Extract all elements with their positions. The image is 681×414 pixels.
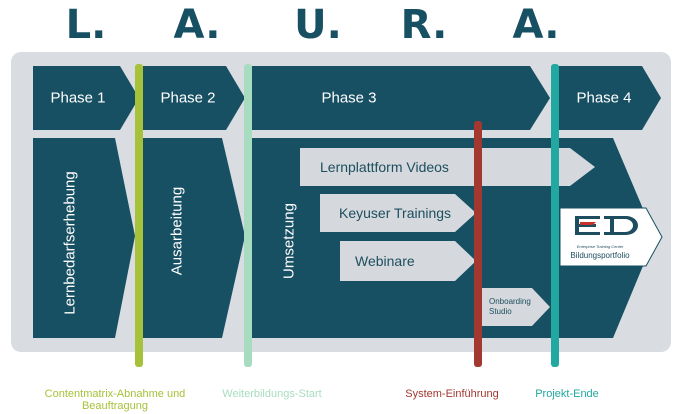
ausarbeitung-block: [143, 138, 245, 338]
item-webinare: Webinare: [355, 253, 415, 269]
item-keyuser: Keyuser Trainings: [339, 205, 452, 221]
ausarbeitung-label: Ausarbeitung: [168, 186, 186, 276]
milestone-line-weiterbildung: [244, 64, 252, 367]
item-arrow-onboarding: [482, 288, 550, 326]
milestone-label-system: System-Einführung: [405, 388, 499, 400]
phase-4-label: Phase 4: [576, 89, 632, 107]
badge-label: Bildungsportfolio: [570, 251, 630, 260]
phase-3-arrow: [252, 66, 550, 130]
badge-tagline: Enterprise Training Center: [576, 244, 624, 249]
phase-4-arrow: [558, 66, 661, 130]
milestone-label-contentmatrix: Contentmatrix-Abnahme und Beauftragung: [44, 388, 186, 412]
item-onboarding: Onboarding Studio: [489, 297, 531, 316]
phase-2-label: Phase 2: [160, 89, 216, 107]
phase-2-arrow: [143, 66, 245, 130]
lernbedarf-label: Lernbedarfserhebung: [61, 171, 79, 315]
title-letter-l: L.: [65, 2, 107, 48]
umsetzung-label: Umsetzung: [280, 203, 298, 279]
phase-1-label: Phase 1: [50, 89, 106, 107]
title-letter-a2: A.: [512, 2, 560, 48]
etc-logo-icon: [575, 216, 638, 235]
title-letter-u: U.: [294, 2, 342, 48]
item-arrow-keyuser: [320, 194, 476, 232]
title-letter-a1: A.: [173, 2, 221, 48]
etc-logo-accent-icon: [580, 222, 596, 225]
item-lernplattform: Lernplattform Videos: [320, 159, 449, 175]
phase-3-label: Phase 3: [321, 89, 377, 107]
lernbedarf-block: [33, 138, 135, 338]
milestone-line-contentmatrix: [135, 64, 143, 367]
milestone-label-weiterbildung: Weiterbildungs-Start: [222, 388, 322, 400]
phase-1-arrow: [33, 66, 139, 130]
item-arrow-webinare: [340, 241, 476, 281]
milestone-line-system: [474, 121, 482, 367]
title-letter-r: R.: [400, 2, 448, 48]
item-arrow-lernplattform: [300, 148, 595, 186]
milestone-line-projekt-ende: [551, 64, 559, 367]
milestone-label-projekt-ende: Projekt-Ende: [535, 388, 599, 400]
